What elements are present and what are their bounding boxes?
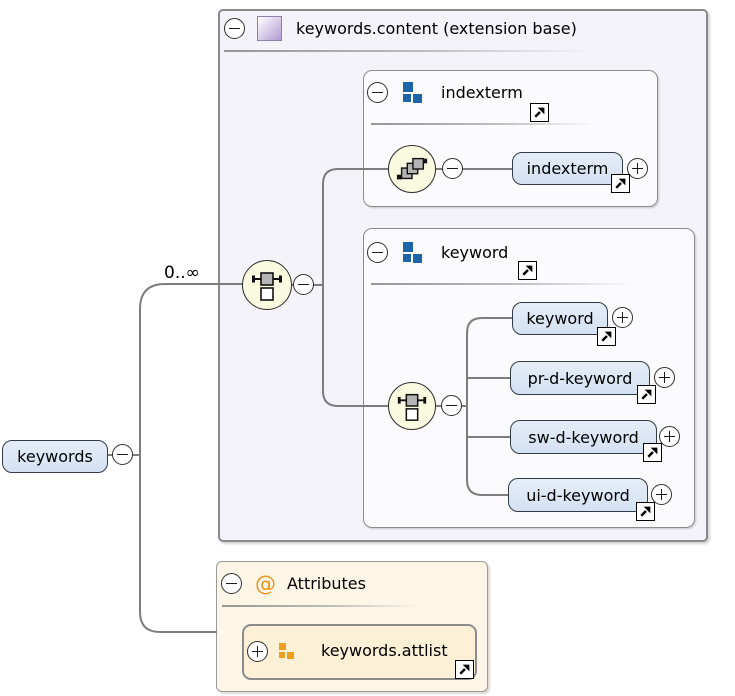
keyword-header-separator [371,283,633,285]
element-sw-d-keyword[interactable]: sw-d-keyword [510,420,657,454]
goto-definition-icon-keyword[interactable] [597,327,616,346]
expand-button-sw-d-keyword[interactable] [659,426,680,447]
expand-button-keyword[interactable] [612,307,633,328]
keyword-group-title: keyword [441,243,509,262]
complex-type-icon [257,16,282,41]
attribute-group-icon [279,643,294,659]
expand-button-attlist[interactable] [247,641,268,662]
collapse-button-attributes[interactable] [221,573,242,594]
expand-button-indexterm[interactable] [627,158,648,179]
goto-definition-icon-attlist[interactable] [455,660,474,679]
goto-definition-icon-indexterm-group[interactable] [530,103,549,122]
element-indexterm[interactable]: indexterm [512,152,623,185]
content-model-title: keywords.content (extension base) [296,19,577,38]
element-ui-d-keyword[interactable]: ui-d-keyword [508,478,648,512]
indexterm-header-separator [371,123,597,125]
collapse-button-indexterm-seq[interactable] [442,158,463,179]
attributes-title: Attributes [287,574,366,593]
goto-definition-icon-pr-d-keyword[interactable] [637,385,656,404]
sequence-icon [396,157,428,180]
attlist-label: keywords.attlist [321,641,448,660]
sequence-compositor-indexterm[interactable] [388,145,436,193]
choice-compositor-main[interactable] [242,260,292,310]
goto-definition-icon-keyword-group[interactable] [518,261,537,280]
expand-button-ui-d-keyword[interactable] [651,484,672,505]
collapse-button-keywords[interactable] [112,444,133,465]
header-separator [224,50,592,52]
expand-button-pr-d-keyword[interactable] [654,367,675,388]
indexterm-group-title: indexterm [441,83,523,102]
choice-compositor-keyword[interactable] [388,382,436,430]
collapse-button-keyword-choice[interactable] [441,395,462,416]
goto-definition-icon-ui-d-keyword[interactable] [636,502,655,521]
element-keywords[interactable]: keywords [2,440,108,473]
goto-definition-icon-sw-d-keyword[interactable] [643,443,662,462]
goto-definition-icon-indexterm[interactable] [611,174,630,193]
collapse-button-content-model[interactable] [224,18,245,39]
element-keyword[interactable]: keyword [512,302,608,335]
attributes-at-icon: @ [255,572,276,596]
group-icon-indexterm [403,82,422,103]
cardinality-label: 0..∞ [164,263,200,283]
collapse-button-main-choice[interactable] [293,274,314,295]
attributes-header-separator [222,605,418,607]
element-pr-d-keyword[interactable]: pr-d-keyword [510,361,650,395]
collapse-button-indexterm-group[interactable] [367,82,388,103]
collapse-button-keyword-group[interactable] [367,242,388,263]
choice-icon [252,272,282,301]
choice-icon [397,393,427,421]
group-icon-keyword [403,242,422,263]
